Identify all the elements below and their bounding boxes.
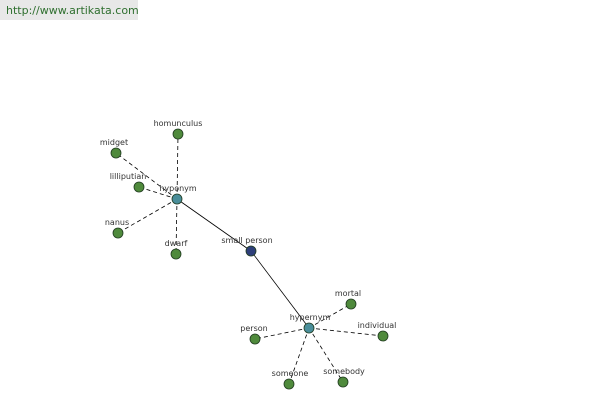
edge-hypernym-mortal bbox=[308, 303, 352, 329]
label-homunculus[interactable]: homunculus bbox=[154, 119, 203, 128]
edge-hyponym-dwarf bbox=[175, 198, 178, 255]
edge-hyponym-midget bbox=[115, 152, 178, 200]
site-url[interactable]: http://www.artikata.com bbox=[6, 4, 139, 17]
edge-hypernym-individual bbox=[308, 327, 384, 337]
edge-center-hypernym bbox=[250, 250, 310, 329]
label-nanus[interactable]: nanus bbox=[105, 218, 129, 227]
node-homunculus[interactable] bbox=[172, 128, 184, 140]
edge-center-hyponym bbox=[176, 198, 252, 252]
label-dwarf[interactable]: dwarf bbox=[165, 239, 188, 248]
node-person[interactable] bbox=[249, 333, 261, 345]
label-small-person[interactable]: small person bbox=[221, 236, 272, 245]
label-hyponym[interactable]: hyponym bbox=[159, 184, 197, 193]
node-hypernym[interactable] bbox=[303, 322, 315, 334]
edge-hypernym-somebody bbox=[308, 327, 344, 383]
node-somebody[interactable] bbox=[337, 376, 349, 388]
node-hyponym[interactable] bbox=[171, 193, 183, 205]
edge-hypernym-person bbox=[254, 327, 310, 340]
label-somebody[interactable]: somebody bbox=[323, 367, 365, 376]
label-someone[interactable]: someone bbox=[272, 369, 309, 378]
node-mortal[interactable] bbox=[345, 298, 357, 310]
node-dwarf[interactable] bbox=[170, 248, 182, 260]
node-individual[interactable] bbox=[377, 330, 389, 342]
node-lilliputian[interactable] bbox=[133, 181, 145, 193]
label-hypernym[interactable]: hypernym bbox=[290, 313, 331, 322]
edge-hyponym-nanus bbox=[117, 198, 178, 234]
node-midget[interactable] bbox=[110, 147, 122, 159]
label-person[interactable]: person bbox=[240, 324, 267, 333]
node-someone[interactable] bbox=[283, 378, 295, 390]
label-individual[interactable]: individual bbox=[358, 321, 397, 330]
edge-hyponym-homunculus bbox=[176, 133, 179, 200]
label-midget[interactable]: midget bbox=[100, 138, 128, 147]
label-mortal[interactable]: mortal bbox=[335, 289, 361, 298]
node-nanus[interactable] bbox=[112, 227, 124, 239]
edge-hypernym-someone bbox=[288, 327, 310, 385]
node-small-person[interactable] bbox=[245, 245, 257, 257]
label-lilliputian[interactable]: lilliputian bbox=[110, 172, 147, 181]
url-bar: http://www.artikata.com bbox=[0, 0, 139, 20]
